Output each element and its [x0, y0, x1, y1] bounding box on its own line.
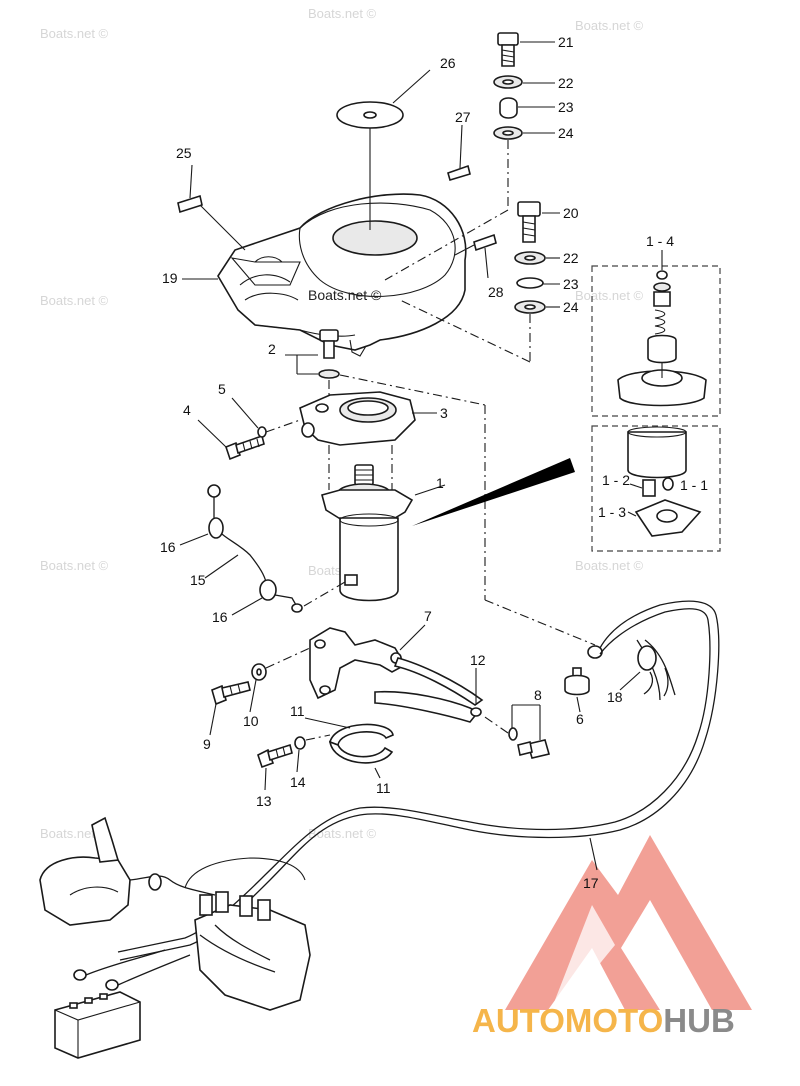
callout-2: 2	[268, 341, 276, 357]
callout-11b: 11	[376, 780, 391, 796]
battery-sketch	[54, 949, 191, 1059]
callout-18: 18	[607, 689, 623, 705]
starter-bracket	[299, 391, 437, 446]
callout-28: 28	[488, 284, 504, 300]
callout-24b: 24	[563, 299, 579, 315]
callout-27: 27	[455, 109, 471, 125]
watermark-text: Boats.net ©	[308, 826, 377, 841]
callout-1-4: 1 - 4	[646, 233, 674, 249]
callout-23b: 23	[563, 276, 579, 292]
callout-5: 5	[218, 381, 226, 397]
watermark-text: Boats.net ©	[575, 288, 644, 303]
flywheel-cover	[217, 193, 467, 357]
band-11	[304, 717, 394, 779]
callout-14: 14	[290, 774, 306, 790]
callout-11: 11	[290, 703, 305, 719]
callout-20: 20	[563, 205, 579, 221]
callout-10: 10	[243, 713, 259, 729]
callout-13: 13	[256, 793, 272, 809]
brand-triangle-icon	[505, 835, 752, 1010]
lower-bracket	[309, 624, 426, 700]
decal-27	[447, 164, 471, 181]
bolt-8	[481, 704, 550, 759]
callout-labels: 26 27 25 21 22 23 24 20 22 23 24 28 19 2…	[160, 34, 708, 891]
detail-pointer	[412, 458, 575, 526]
bolt-2	[285, 329, 596, 646]
bolt-20-stack	[399, 201, 560, 363]
callout-16b: 16	[212, 609, 228, 625]
callout-15: 15	[190, 572, 206, 588]
callout-25: 25	[176, 145, 192, 161]
callout-1-3: 1 - 3	[598, 504, 626, 520]
callout-19: 19	[162, 270, 178, 286]
callout-1: 1	[436, 475, 444, 491]
watermark-text: Boats.net ©	[40, 293, 109, 308]
strap-12	[374, 657, 484, 723]
bolt-9	[209, 647, 311, 736]
callout-12: 12	[470, 652, 486, 668]
bolt-6	[564, 667, 590, 713]
callout-17: 17	[583, 875, 599, 891]
callout-3: 3	[440, 405, 448, 421]
watermark-text: Boats.net ©	[40, 826, 109, 841]
callout-6: 6	[576, 711, 584, 727]
brand-name-part1: AUTOMOTO	[472, 1002, 663, 1039]
starter-exploded-view	[591, 265, 721, 552]
bolt-21-stack	[384, 32, 555, 281]
callout-22b: 22	[563, 250, 579, 266]
callout-4: 4	[183, 402, 191, 418]
watermark-text: Boats.net ©	[40, 558, 109, 573]
callout-22: 22	[558, 75, 574, 91]
watermark-text: Boats.net ©	[575, 18, 644, 33]
washer-26-hole	[363, 111, 377, 119]
watermark-text: Boats.net ©	[308, 6, 377, 21]
brand-name: AUTOMOTOHUB	[472, 1002, 735, 1039]
brand-logo: AUTOMOTOHUB	[472, 835, 752, 1039]
watermark-text: Boats.net ©	[40, 26, 109, 41]
remote-control-sketch	[39, 816, 216, 926]
bolt-13	[257, 734, 331, 791]
brand-name-part2: HUB	[663, 1002, 735, 1039]
decal-25	[177, 194, 203, 214]
watermark-text-center: Boats.net ©	[308, 287, 382, 303]
callout-26: 26	[440, 55, 456, 71]
starter-motor	[321, 445, 446, 602]
callout-1-2: 1 - 2	[602, 472, 630, 488]
callout-7: 7	[424, 608, 432, 624]
callout-21: 21	[558, 34, 574, 50]
watermark-text: Boats.net ©	[575, 558, 644, 573]
callout-16: 16	[160, 539, 176, 555]
wire-harness-17	[117, 600, 720, 961]
callout-1-1: 1 - 1	[680, 477, 708, 493]
decal-28	[473, 233, 497, 252]
engine-block-sketch	[184, 857, 311, 1011]
callout-8: 8	[534, 687, 542, 703]
callout-24: 24	[558, 125, 574, 141]
battery-cable-15	[179, 484, 346, 616]
callout-23: 23	[558, 99, 574, 115]
brand-triangle-inner-icon	[555, 905, 615, 1000]
bolt-4	[197, 397, 301, 461]
callout-9: 9	[203, 736, 211, 752]
